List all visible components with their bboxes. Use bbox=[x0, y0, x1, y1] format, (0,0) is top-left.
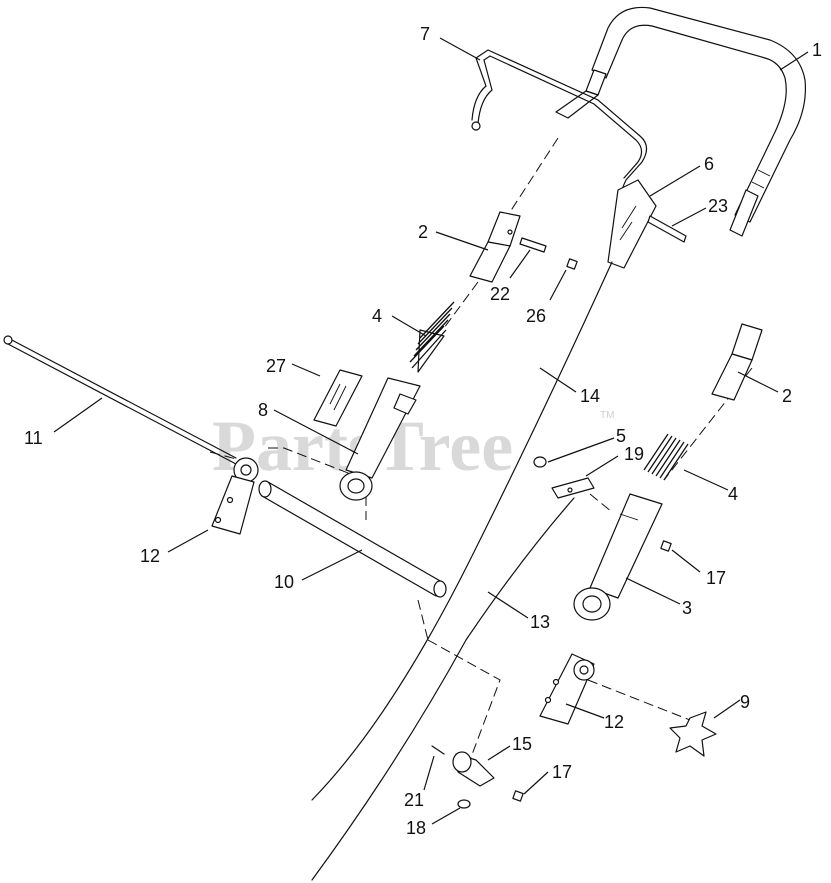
upper-handle bbox=[555, 6, 807, 237]
callout-27: 27 bbox=[266, 356, 286, 376]
clip-and-link bbox=[533, 456, 595, 499]
callout-3: 3 bbox=[682, 598, 692, 618]
bracket-lower-right bbox=[539, 653, 595, 725]
decal bbox=[313, 369, 363, 427]
callout-5: 5 bbox=[616, 426, 626, 446]
callouts: 1 7 6 23 2 22 26 4 27 8 11 14 2 5 19 4 1… bbox=[24, 24, 822, 838]
callout-7: 7 bbox=[420, 24, 430, 44]
callout-15: 15 bbox=[512, 734, 532, 754]
lower-arm-right bbox=[573, 493, 663, 621]
callout-10: 10 bbox=[274, 572, 294, 592]
long-rod bbox=[3, 335, 237, 465]
bracket-left bbox=[211, 457, 259, 535]
bail-pivot-bracket bbox=[607, 179, 687, 269]
axle-tube bbox=[258, 480, 447, 598]
leader-lines bbox=[53, 37, 809, 825]
callout-22: 22 bbox=[490, 284, 510, 304]
callout-2: 2 bbox=[418, 222, 428, 242]
callout-17: 17 bbox=[706, 568, 726, 588]
callout-14: 14 bbox=[580, 386, 600, 406]
callout-11: 11 bbox=[24, 428, 43, 448]
callout-1: 1 bbox=[812, 40, 822, 60]
brake-cable bbox=[311, 497, 575, 881]
callout-12-lower: 12 bbox=[604, 712, 624, 732]
watermark-trademark: TM bbox=[600, 410, 614, 421]
callout-2-right: 2 bbox=[782, 386, 792, 406]
spring-upper bbox=[409, 301, 455, 373]
cable-connector-assembly bbox=[431, 745, 524, 809]
callout-9: 9 bbox=[740, 692, 750, 712]
nut-right bbox=[660, 540, 672, 552]
callout-18: 18 bbox=[406, 818, 426, 838]
drive-cable bbox=[311, 261, 613, 801]
lower-handle-tube-right bbox=[711, 323, 763, 401]
callout-23: 23 bbox=[708, 196, 728, 216]
callout-19: 19 bbox=[624, 444, 644, 464]
callout-12: 12 bbox=[140, 546, 160, 566]
lower-handle-tube-left bbox=[469, 211, 521, 283]
star-knob bbox=[669, 711, 717, 757]
callout-6: 6 bbox=[704, 154, 714, 174]
callout-17-lower: 17 bbox=[552, 762, 572, 782]
callout-4-right: 4 bbox=[728, 484, 738, 504]
bolt-and-nut bbox=[519, 237, 578, 270]
control-bail bbox=[471, 49, 648, 207]
callout-8: 8 bbox=[258, 400, 268, 420]
callout-21: 21 bbox=[404, 790, 424, 810]
callout-4: 4 bbox=[372, 306, 382, 326]
callout-13: 13 bbox=[530, 612, 550, 632]
lower-arm-left bbox=[339, 377, 421, 501]
spring-right bbox=[643, 433, 689, 481]
callout-26: 26 bbox=[526, 306, 546, 326]
